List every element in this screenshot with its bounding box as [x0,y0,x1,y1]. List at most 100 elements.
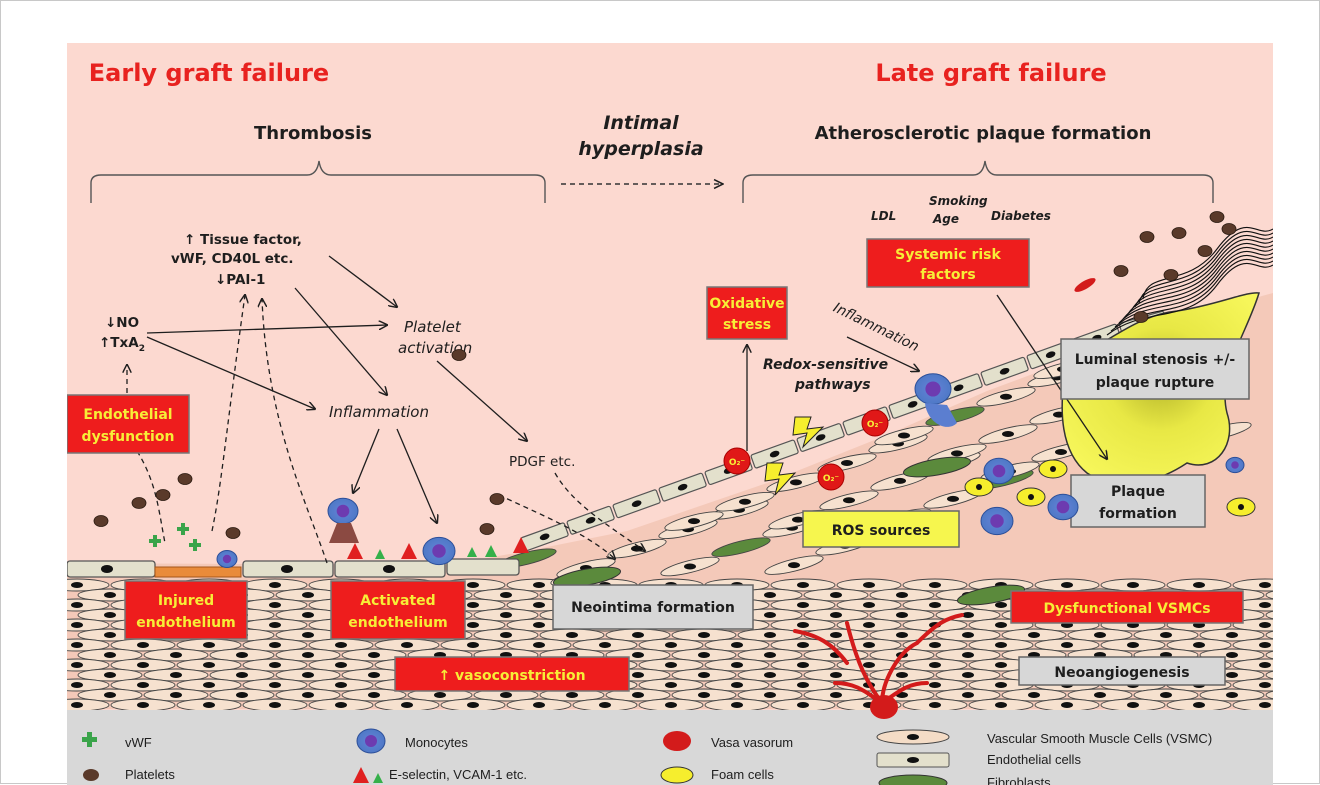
vsmc-nucleus [1259,582,1271,588]
svg-text:stress: stress [723,317,771,333]
vsmc-nucleus [764,692,776,698]
vsmc-nucleus [137,682,149,688]
vsmc-nucleus [1028,632,1040,638]
vsmc-nucleus [104,612,116,618]
foam-cell-nucleus [976,484,982,490]
monocyte-nucleus [1231,461,1239,469]
vsmc-nucleus [1259,702,1271,708]
svg-text:Oxidative: Oxidative [709,296,784,312]
platelet-icon [480,524,494,535]
vsmc-nucleus [368,652,380,658]
vsmc-nucleus [1259,622,1271,628]
vsmc-nucleus [698,652,710,658]
vsmc-nucleus [269,662,281,668]
vsmc-nucleus [995,622,1007,628]
vsmc-nucleus [71,682,83,688]
vsmc-nucleus [929,602,941,608]
vsmc-nucleus [236,692,248,698]
vsmc-nucleus [894,478,906,484]
superoxide-label: O₂⁻ [867,420,884,430]
systemic-risk-factors-box: Systemic risk factors [867,239,1029,287]
vsmc-nucleus [269,682,281,688]
vsmc-nucleus [1061,582,1073,588]
vsmc-nucleus [797,662,809,668]
dysfunctional-vsmcs-box: Dysfunctional VSMCs [1011,591,1243,623]
vasa-vasorum-node [870,695,898,719]
luminal-stenosis-box: Luminal stenosis +/- plaque rupture [1061,339,1249,399]
vsmc-nucleus [896,612,908,618]
platelet-icon [1164,270,1178,281]
vsmc-nucleus [104,592,116,598]
vsmc-nucleus [269,582,281,588]
svg-text:Luminal stenosis +/-: Luminal stenosis +/- [1075,352,1236,368]
vsmc-nucleus [170,692,182,698]
vsmc-nucleus [665,642,677,648]
svg-text:↑ vasoconstriction: ↑ vasoconstriction [438,668,585,684]
vsmc-nucleus [830,632,842,638]
vsmc-nucleus [335,702,347,708]
thrombosis-heading: Thrombosis [254,123,372,144]
platelet-legend-icon [83,769,99,781]
platelet-icon [1114,266,1128,277]
vsmc-nucleus [467,582,479,588]
vsmc-nucleus [533,582,545,588]
neointima-formation-box: Neointima formation [553,585,753,629]
vsmc-nucleus [1259,682,1271,688]
vsmc-nucleus [1193,642,1205,648]
vsmc-nucleus [368,672,380,678]
monocyte-nucleus [337,505,350,518]
monocyte-nucleus [1057,501,1070,514]
vsmc-nucleus [302,592,314,598]
platelet-icon [1222,224,1236,235]
svg-text:Neointima formation: Neointima formation [571,600,735,616]
vsmc-nucleus [951,450,963,456]
vsmc-nucleus [302,652,314,658]
vsmc-nucleus [841,460,853,466]
vsmc-nucleus [764,612,776,618]
vsmc-nucleus [1127,582,1139,588]
vsmc-nucleus [1127,702,1139,708]
vsmc-nucleus [566,632,578,638]
vsmc-nucleus [104,632,116,638]
legend-foam-cells: Foam cells [711,767,774,782]
vsmc-nucleus [335,642,347,648]
legend-vsmc: Vascular Smooth Muscle Cells (VSMC) [987,731,1212,746]
late-graft-failure-title: Late graft failure [875,59,1106,87]
diagram-panel: Early graft failure Late graft failure T… [67,43,1273,785]
svg-text:Activated: Activated [360,593,435,609]
vsmc-nucleus [533,602,545,608]
smoking-label: Smoking [929,194,988,208]
vsmc-nucleus [467,622,479,628]
vsmc-nucleus [1226,632,1238,638]
vsmc-nucleus [632,672,644,678]
vsmc-nucleus [962,652,974,658]
vsmc-nucleus [929,662,941,668]
platelet-icon [1140,232,1154,243]
vsmc-nucleus [1000,394,1012,400]
vsmc-nucleus [863,602,875,608]
vsmc-nucleus [688,518,700,524]
vsmc-nucleus [71,642,83,648]
vsmc-nucleus [698,692,710,698]
vsmc-nucleus [137,662,149,668]
vsmc-nucleus [698,632,710,638]
platelet-icon [1134,312,1148,323]
hyperplasia-label: hyperplasia [578,138,703,160]
vsmc-nucleus [401,702,413,708]
vsmc-nucleus [500,692,512,698]
vsmc-nucleus [1160,632,1172,638]
vsmc-nucleus [368,692,380,698]
tissue-factor-label: ↑ Tissue factor, [184,232,302,248]
vsmc-nucleus [302,632,314,638]
vwf-cd40l-label: vWF, CD40L etc. [171,251,294,267]
foam-cell-nucleus [1028,494,1034,500]
vsmc-nucleus [1061,642,1073,648]
early-graft-failure-title: Early graft failure [89,59,329,87]
svg-text:Plaque: Plaque [1111,484,1165,500]
vsmc-nucleus [731,702,743,708]
ros-sources-box: ROS sources [803,511,959,547]
vsmc-nucleus [797,582,809,588]
vsmc-nucleus [170,652,182,658]
vsmc-nucleus [500,592,512,598]
